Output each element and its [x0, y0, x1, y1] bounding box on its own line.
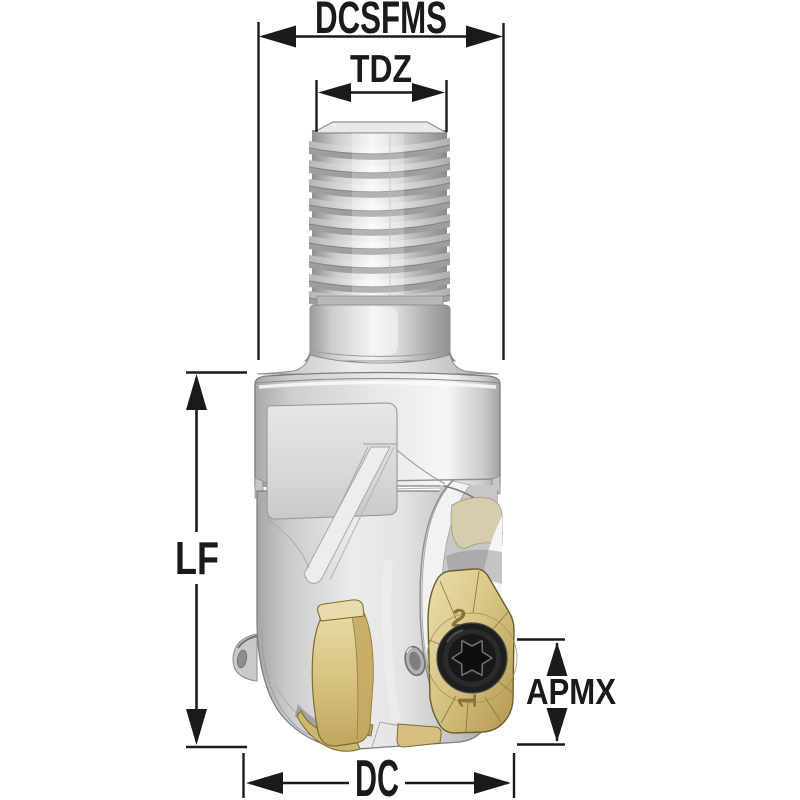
dim-label-tdz: TDZ: [350, 48, 412, 91]
dim-label-dc: DC: [355, 750, 399, 800]
dim-apmx: APMX: [517, 638, 616, 746]
dim-label-apmx: APMX: [526, 671, 616, 712]
dim-tdz: TDZ: [315, 48, 448, 132]
dim-label-dcsfms: DCSFMS: [315, 0, 447, 43]
tool-illustration: 2 1: [232, 121, 518, 752]
dim-dcsfms: DCSFMS: [257, 0, 505, 360]
torx-screw: [436, 622, 508, 694]
insert-index-1: 1: [452, 694, 482, 708]
threaded-shank: [308, 121, 451, 311]
dim-dc: DC: [242, 750, 516, 800]
coolant-hole: [404, 645, 426, 677]
side-lug: [232, 633, 258, 682]
insert-front: 2 1: [426, 568, 518, 734]
insert-side: [296, 599, 374, 752]
dimension-annotations: DCSFMS TDZ LF A: [175, 0, 616, 800]
wrench-flat: [266, 402, 446, 584]
dim-label-lf: LF: [175, 532, 219, 584]
shank-neck: [256, 295, 500, 375]
insert-bottom-tip: [396, 723, 442, 748]
dim-lf: LF: [175, 371, 247, 749]
